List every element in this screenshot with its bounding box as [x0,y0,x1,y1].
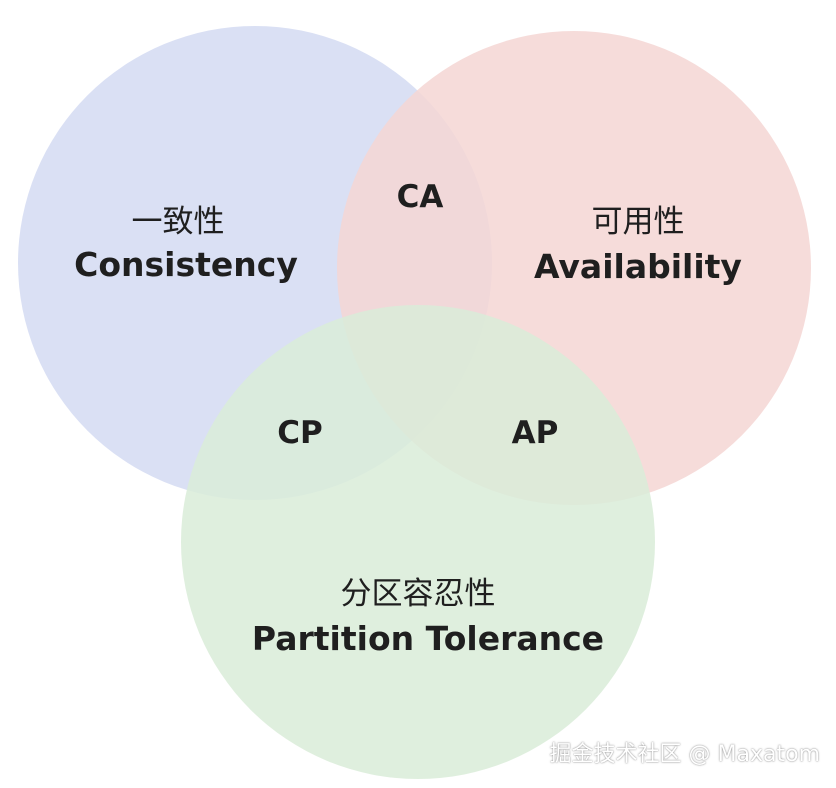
overlap-cp-label: CP [277,415,322,451]
availability-label-zh: 可用性 [592,204,685,240]
partition-tolerance-circle [181,305,655,779]
availability-label-en: Availability [534,247,742,286]
overlap-ap-label: AP [512,415,559,451]
consistency-label-zh: 一致性 [132,204,225,240]
partition-tolerance-label-zh: 分区容忍性 [341,576,496,612]
consistency-label-en: Consistency [74,245,298,284]
partition-tolerance-label-en: Partition Tolerance [252,619,604,658]
watermark-text: 掘金技术社区 @ Maxatom [549,742,820,767]
overlap-ca-label: CA [397,179,444,215]
